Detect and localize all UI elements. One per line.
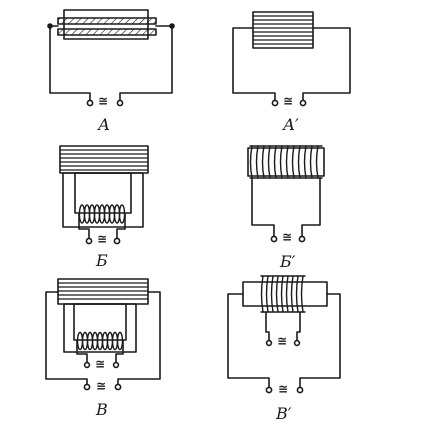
panel-v-inner-terminal-left [83, 361, 91, 369]
panel-v-core-window [73, 303, 127, 341]
panel-v-inner-source-symbol: ≅ [95, 357, 105, 371]
panel-v-coil [76, 331, 124, 351]
panel-a-circuit-wire [49, 25, 91, 101]
panel-b-prime-terminal-left [270, 235, 278, 243]
panel-a-terminal-left [86, 99, 94, 107]
panel-v-laminations [57, 282, 149, 300]
panel-b-prime-label: Б′ [280, 252, 296, 271]
panel-b-source-symbol: ≅ [97, 232, 107, 246]
panel-v-prime-outer-circuit-right [299, 293, 341, 388]
panel-a-inductor-top-wall [57, 17, 157, 25]
panel-b-diagram [59, 145, 149, 245]
panel-v-prime-outer-terminal-right [296, 386, 304, 394]
panel-b-laminations [59, 149, 149, 171]
panel-b-terminal-left [85, 237, 93, 245]
panel-v-prime-label: В′ [276, 404, 292, 423]
panel-v-source-symbol: ≅ [96, 379, 106, 393]
panel-v-prime-workpiece [242, 281, 328, 307]
panel-b-lead-right [116, 213, 126, 239]
panel-a-diagram [47, 9, 175, 107]
panel-v-prime-inner-terminal-right [293, 339, 301, 347]
panel-a-label: А [98, 115, 111, 134]
panel-a-prime-diagram [232, 11, 351, 107]
panel-b-prime-terminal-right [298, 235, 306, 243]
panel-b-terminal-right [113, 237, 121, 245]
panel-v-label: В [96, 400, 108, 419]
panel-a-prime-source-symbol: ≅ [283, 94, 293, 108]
panel-b-prime-diagram [247, 145, 325, 243]
panel-b-prime-lead-right [301, 177, 321, 237]
panel-v-prime-inner-terminal-left [265, 339, 273, 347]
panel-b-label: Б [96, 251, 108, 270]
panel-b-prime-coil [249, 145, 323, 179]
panel-a-prime-circuit-wire [232, 27, 276, 101]
panel-b-core-window [74, 172, 132, 214]
panel-v-prime-coil [260, 275, 306, 313]
panel-a-prime-laminated-block [252, 11, 314, 49]
panel-b-coil [78, 204, 126, 224]
panel-v-outer-terminal-right [114, 383, 122, 391]
panel-v-prime-source-symbol: ≅ [278, 382, 288, 396]
panel-a-circuit-wire-right [119, 25, 173, 101]
panel-v-diagram [45, 278, 161, 391]
panel-a-terminal-right [116, 99, 124, 107]
panel-v-prime-inner-lead-left [265, 311, 270, 341]
panel-b-prime-source-symbol: ≅ [282, 230, 292, 244]
panel-v-prime-diagram [227, 275, 341, 394]
panel-a-prime-laminations [252, 15, 314, 45]
panel-v-prime-outer-circuit-left [227, 293, 270, 388]
panel-v-outer-circuit-left [45, 291, 88, 385]
panel-a-prime-terminal-right [299, 99, 307, 107]
panel-v-inner-terminal-right [112, 361, 120, 369]
panel-a-source-symbol: ≅ [98, 94, 108, 108]
panel-a-prime-label: А′ [283, 115, 299, 134]
panel-v-prime-inner-source-symbol: ≅ [277, 334, 287, 348]
panel-v-inner-lead-right [115, 340, 124, 363]
panel-a-prime-terminal-left [271, 99, 279, 107]
panel-v-prime-outer-terminal-left [265, 386, 273, 394]
panel-a-prime-circuit-wire-right [302, 27, 351, 101]
panel-v-prime-inner-lead-right [296, 311, 301, 341]
panel-v-inner-lead-left [76, 340, 88, 363]
panel-v-outer-circuit-right [117, 291, 161, 385]
panel-a-inductor-bottom-wall [57, 28, 157, 36]
panel-v-outer-terminal-left [83, 383, 91, 391]
panel-b-lead-left [78, 213, 90, 239]
panel-b-prime-lead-left [251, 177, 275, 237]
